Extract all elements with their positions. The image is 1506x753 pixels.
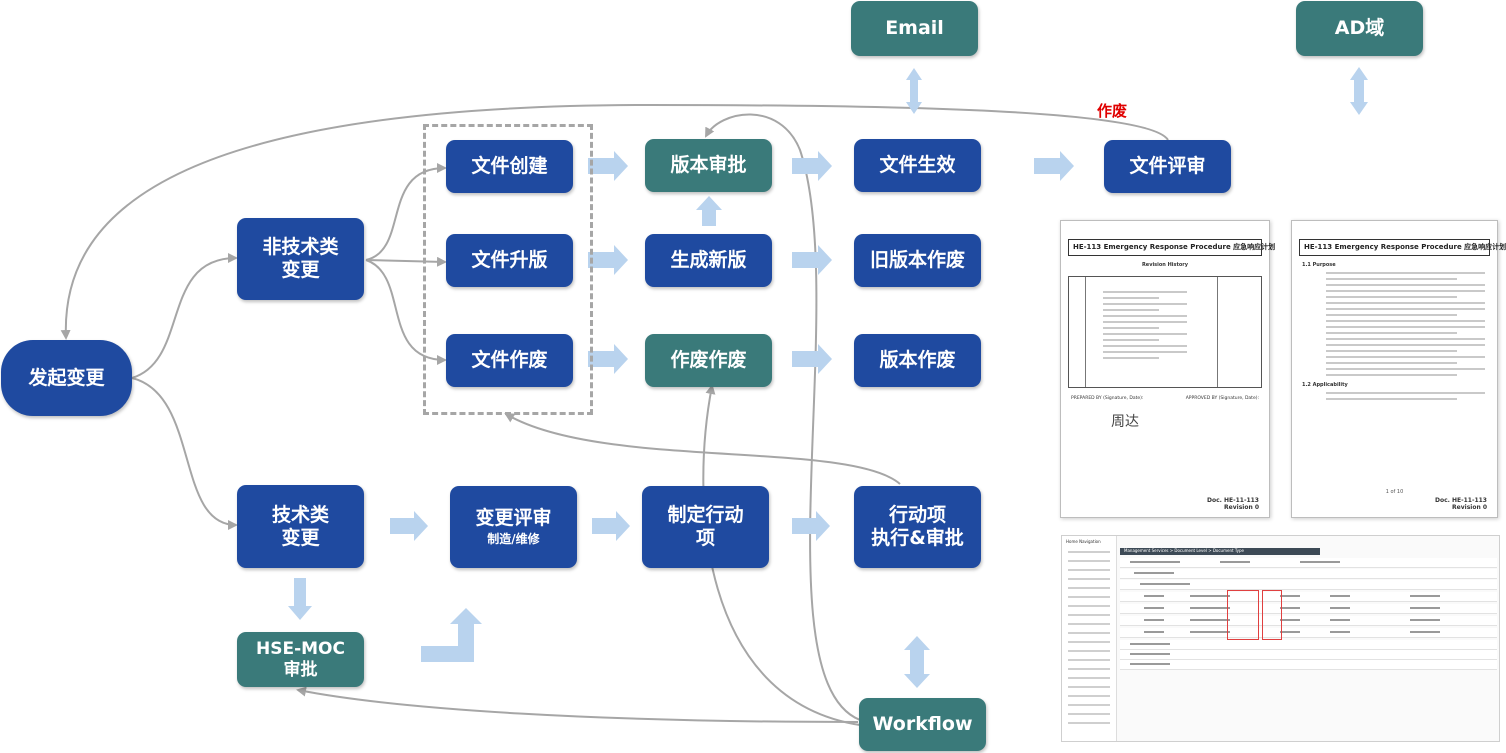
version-void-node: 版本作废 [854,334,981,387]
doc2-page: 1 of 10 [1385,489,1404,495]
hse-moc-label: HSE-MOC 审批 [256,639,345,680]
file-upgrade-label: 文件升版 [471,249,548,272]
arrow-create-to-review [588,151,628,181]
thumbnail-sidebar: Home Navigation [1062,536,1117,741]
doc1-signature: 周达 [1111,414,1139,430]
connector-action-to-dashed [504,412,901,485]
file-effective-node: 文件生效 [854,139,981,192]
arrow-review-to-effective [792,151,832,181]
file-upgrade-node: 文件升版 [446,234,573,287]
doc1-section: Revision History [1141,262,1189,268]
action-exec-node: 行动项 执行&审批 [854,486,981,568]
workflow-node: Workflow [859,698,986,751]
arrow-new-to-review [696,196,722,226]
void-annotation: 作废 [1097,102,1128,120]
void-void-node: 作废作废 [645,334,772,387]
connector-nontech-to-upgrade [365,256,447,267]
old-version-void-label: 旧版本作废 [869,249,965,272]
tech-change-label: 技术类 变更 [271,503,329,549]
doc2-footer-rev: Revision 0 [1452,504,1487,511]
file-create-label: 文件创建 [471,155,548,178]
hse-moc-node: HSE-MOC 审批 [237,632,364,687]
arrow-tech-to-hse [288,578,312,620]
action-exec-label: 行动项 执行&审批 [871,504,964,549]
new-version-node: 生成新版 [645,234,772,287]
tech-change-node: 技术类 变更 [237,485,364,568]
doc1-revision-table [1068,276,1262,388]
doc1-footer-doc: Doc. HE-11-113 [1206,497,1259,504]
ad-domain-node-label: AD域 [1334,17,1385,40]
doc2-footer: Doc. HE-11-113 Revision 0 [1435,497,1487,511]
connector-workflow-to-void-void [702,384,861,726]
arrow-upgrade-to-new [588,245,628,275]
action-plan-node: 制定行动 项 [642,486,769,568]
arrow-ad-bidirectional [1350,67,1368,115]
file-void-label: 文件作废 [471,349,548,372]
void-void-label: 作废作废 [670,349,747,372]
arrow-email-bidirectional [906,68,922,114]
connector-initiate-to-nontech [131,253,238,379]
thumbnail-highlight [1227,590,1259,640]
arrow-new-to-old-void [792,245,832,275]
email-node-label: Email [885,17,944,40]
document-preview-revision: HE-113 Emergency Response Procedure 应急响应… [1060,220,1275,518]
doc2-purpose: 1.1 Purpose [1302,262,1336,268]
doc2-applicability: 1.2 Applicability [1302,382,1348,388]
thumbnail-breadcrumb: Management Services > Document Level > D… [1124,548,1245,553]
non-tech-change-node: 非技术类 变更 [237,218,364,300]
ad-domain-node: AD域 [1296,1,1423,56]
system-screenshot-thumbnail: Home Navigation Management Services > Do… [1061,535,1500,742]
version-void-label: 版本作废 [879,349,956,372]
doc1-approved: APPROVED BY (Signature, Date): [1185,396,1259,401]
arrow-tech-to-change-review [390,511,428,541]
arrow-void-to-voidvoid [588,344,628,374]
change-review-label: 变更评审 [475,507,552,530]
arrow-action-to-exec [792,511,830,541]
arrow-change-review-to-action [592,511,630,541]
doc1-title: HE-113 Emergency Response Procedure 应急响应… [1068,239,1275,256]
thumbnail-breadcrumb-bar: Management Services > Document Level > D… [1120,548,1320,555]
file-review-label: 文件评审 [1129,155,1206,178]
arrow-effective-to-review [1034,151,1074,181]
initiate-change-node: 发起变更 [1,340,132,416]
file-review-node: 文件评审 [1104,140,1231,193]
arrow-voidvoid-to-version-void [792,344,832,374]
doc1-footer-rev: Revision 0 [1224,504,1259,511]
thumbnail-highlight-2 [1262,590,1282,640]
doc2-title: HE-113 Emergency Response Procedure 应急响应… [1299,239,1506,256]
arrow-workflow-bidirectional [904,636,930,688]
file-operations-group [423,124,593,415]
connector-workflow-to-version-review [705,113,861,721]
document-preview-purpose: HE-113 Emergency Response Procedure 应急响应… [1291,220,1506,518]
non-tech-change-label: 非技术类 变更 [262,236,339,281]
email-node: Email [851,1,978,56]
thumbnail-nav-title: Home Navigation [1066,539,1101,544]
connector-review-to-initiate [60,103,1169,340]
initiate-change-label: 发起变更 [28,366,105,389]
workflow-label: Workflow [872,713,973,736]
old-version-void-node: 旧版本作废 [854,234,981,287]
file-create-node: 文件创建 [446,140,573,193]
connector-initiate-to-tech [131,377,238,530]
arrow-hse-to-change-review [421,608,482,662]
file-effective-label: 文件生效 [879,154,956,177]
connector-workflow-to-hse [296,686,859,723]
change-review-node: 变更评审 制造/维修 [450,486,577,568]
file-void-node: 文件作废 [446,334,573,387]
action-plan-label: 制定行动 项 [667,504,744,549]
version-review-label: 版本审批 [670,154,747,177]
change-review-sublabel: 制造/维修 [487,532,540,547]
doc1-prepared: PREPARED BY (Signature, Date): [1071,396,1144,401]
version-review-node: 版本审批 [645,139,772,192]
new-version-label: 生成新版 [670,249,747,272]
doc1-footer: Doc. HE-11-113 Revision 0 [1207,497,1259,511]
doc2-footer-doc: Doc. HE-11-113 [1434,497,1487,504]
